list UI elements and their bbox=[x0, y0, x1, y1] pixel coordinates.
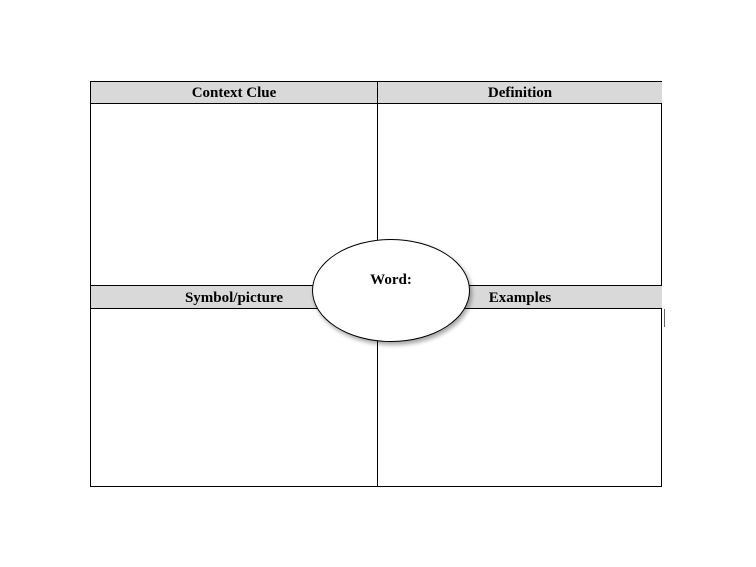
definition-header: Definition bbox=[378, 82, 662, 104]
text-cursor bbox=[664, 309, 665, 327]
center-word-oval[interactable]: Word: bbox=[312, 239, 470, 342]
context-clue-header: Context Clue bbox=[91, 82, 377, 104]
word-label: Word: bbox=[370, 272, 412, 288]
